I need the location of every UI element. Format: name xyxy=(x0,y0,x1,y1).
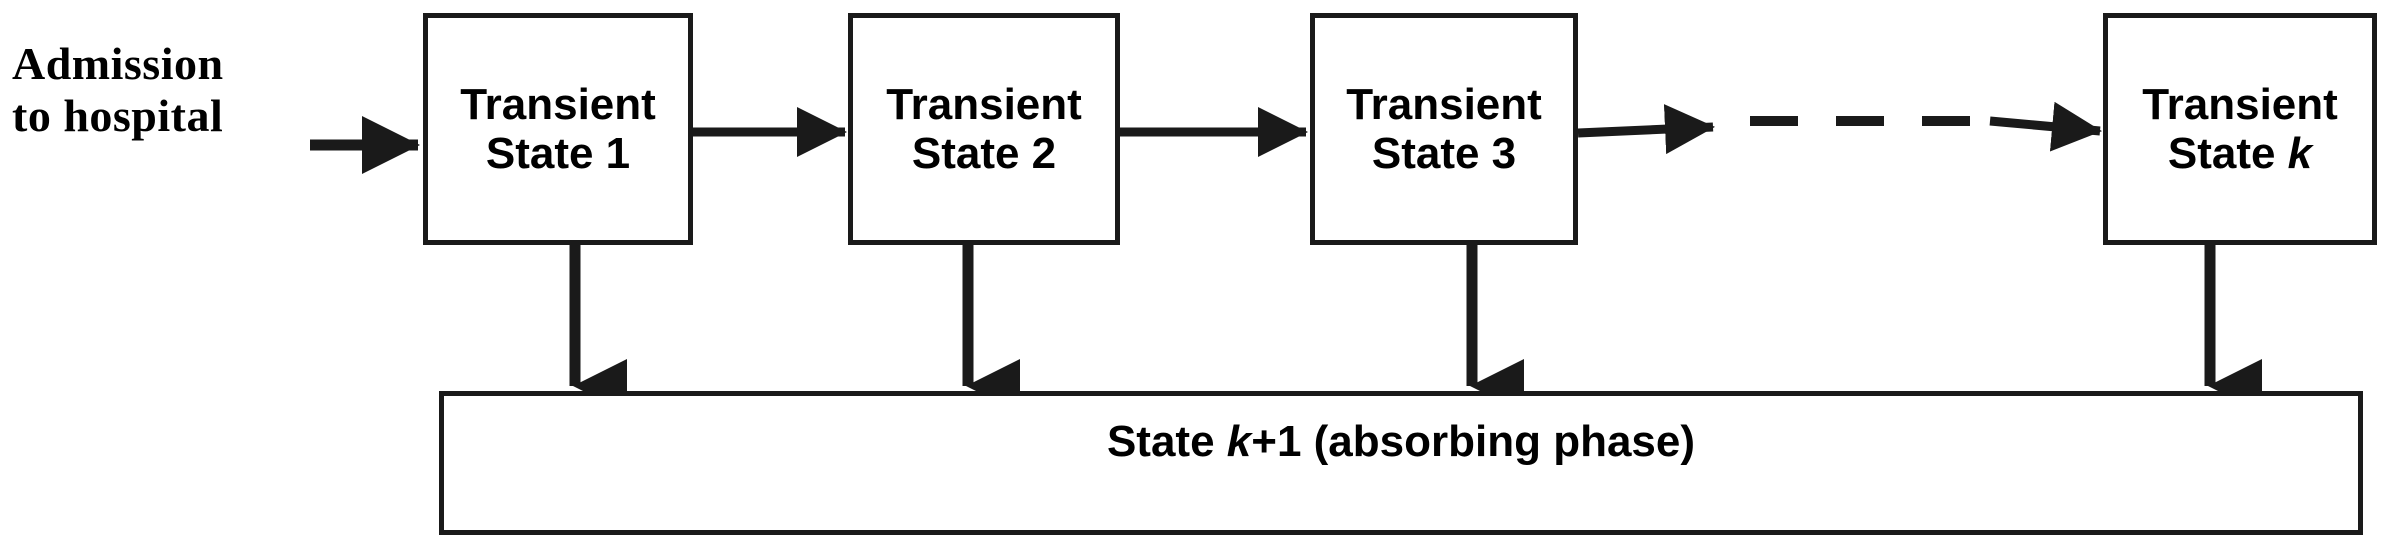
absorbing-label-italic-k: k xyxy=(1226,417,1252,466)
state-box-label-k-line1: Transient xyxy=(2142,79,2338,129)
state-box-label-1-line1: Transient xyxy=(460,79,656,129)
state-box-label-2-line2: State 2 xyxy=(911,129,1057,178)
absorbing-state-bar[interactable]: State k+1 (absorbing phase) xyxy=(439,391,2363,535)
admission-to-hospital-label: Admission to hospital xyxy=(12,38,224,141)
state-box-label-3-line2: State 3 xyxy=(1371,129,1517,178)
transition-arrow-continuation-to-k xyxy=(1989,101,2102,152)
absorbing-label-suffix: +1 (absorbing phase) xyxy=(1251,417,1696,466)
state-box-label-1-line2: State 1 xyxy=(485,129,631,178)
state-box-label-2-line1: Transient xyxy=(886,79,1082,129)
transition-arrow-3-to-continuation xyxy=(1577,104,1715,155)
absorbing-state-label: State k+1 (absorbing phase) xyxy=(444,417,2358,467)
state-box-label-k-italic: k xyxy=(2287,129,2313,178)
state-box-label-k-line2: State xyxy=(2167,129,2288,178)
state-box-label-3-line1: Transient xyxy=(1346,79,1542,129)
absorbing-label-prefix: State xyxy=(1106,417,1227,466)
